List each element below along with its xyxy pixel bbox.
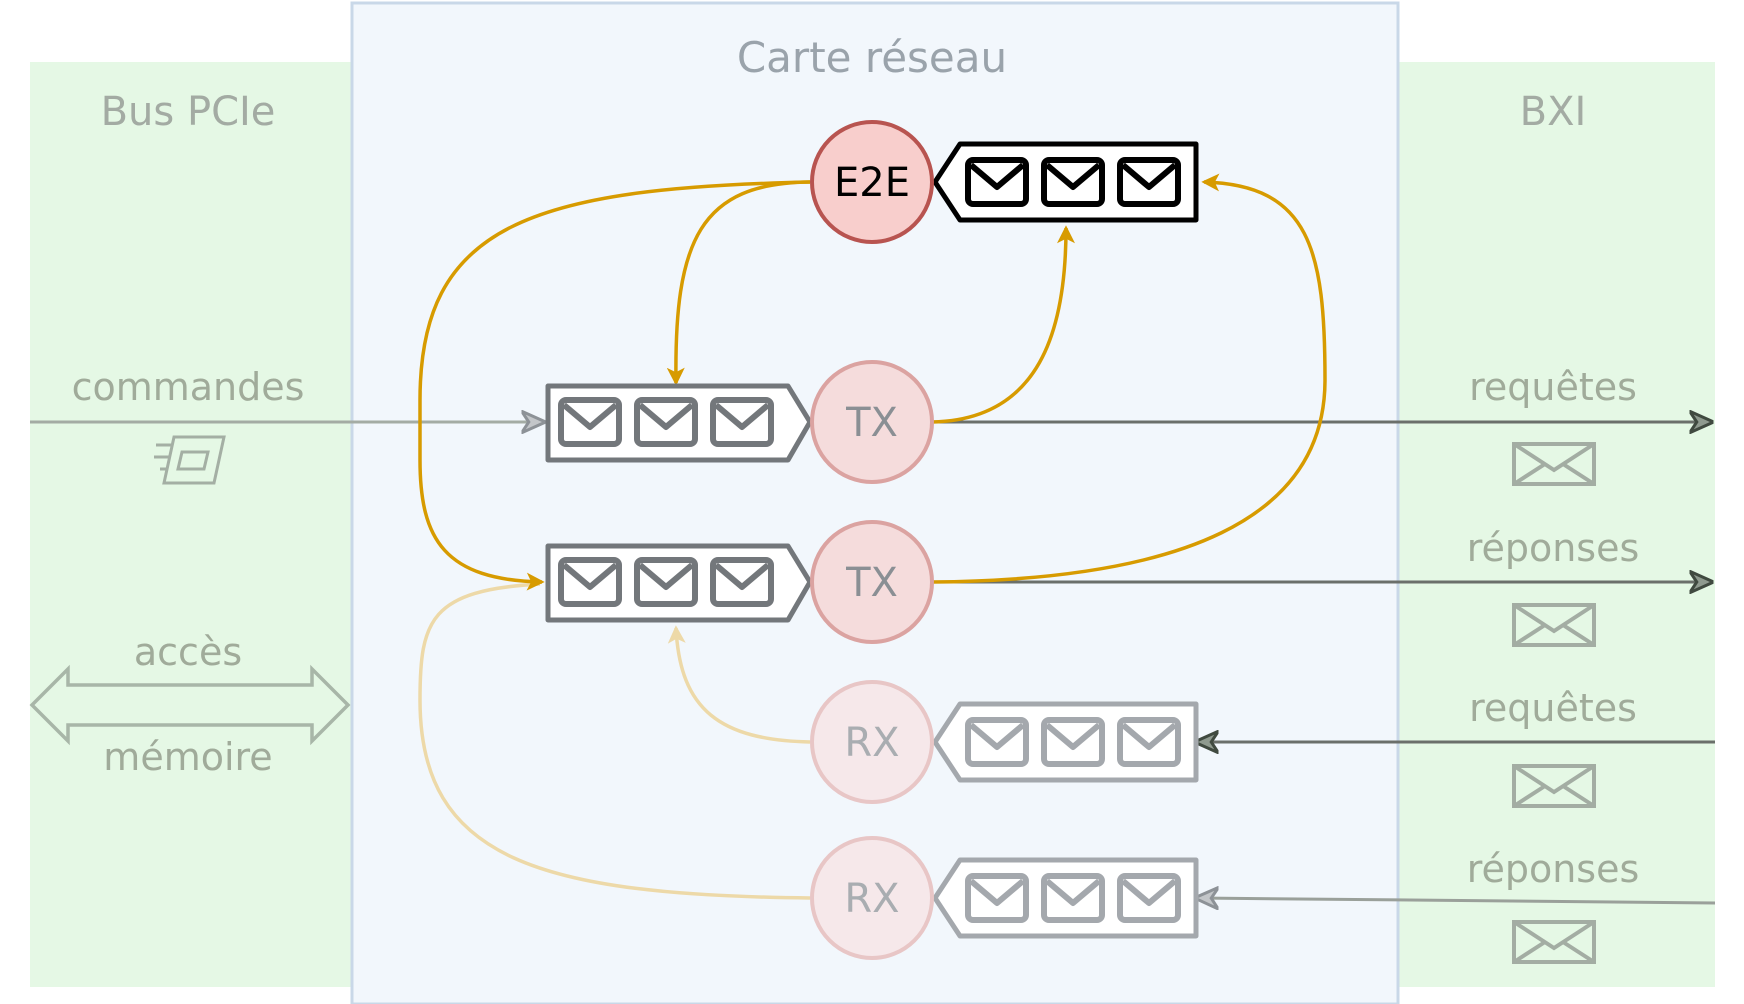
- command-icon: [154, 435, 226, 485]
- bxi-title: BXI: [1520, 89, 1587, 135]
- rx2-node-label: RX: [844, 876, 899, 922]
- pcie-bus-title: Bus PCIe: [101, 89, 276, 135]
- e2e-to-tx2-queue-flow: [418, 180, 811, 591]
- e2e-to-tx1-queue-flow: [666, 180, 811, 386]
- rx1-queue: [932, 701, 1199, 783]
- rx1-node: RX: [810, 680, 934, 804]
- rx1-node-label: RX: [844, 720, 899, 766]
- rx1-to-tx2-queue-flow: [667, 625, 811, 744]
- tx2-node-label: TX: [845, 560, 898, 606]
- tx1-to-e2e-queue-flow: [931, 225, 1075, 424]
- pcie-bus-region: [30, 62, 360, 987]
- memory-access-double-arrow: [29, 664, 351, 746]
- commands-label: commandes: [72, 365, 305, 409]
- network-card-title: Carte réseau: [737, 33, 1007, 82]
- tx1-node: TX: [810, 360, 934, 484]
- tx2-queue: [545, 543, 813, 623]
- out-requests-label: requêtes: [1469, 365, 1637, 409]
- tx2-node: TX: [810, 520, 934, 644]
- in-requests-label: requêtes: [1469, 686, 1637, 730]
- e2e-queue: [932, 141, 1199, 223]
- rx2-queue: [932, 857, 1199, 939]
- memory-access-label-bottom: mémoire: [103, 735, 272, 779]
- e2e-node-label: E2E: [834, 160, 910, 206]
- memory-access-label-top: accès: [134, 630, 242, 674]
- tx2-to-e2e-queue-flow: [931, 173, 1327, 584]
- in-responses-arrow: [1198, 898, 1716, 903]
- in-responses-label: réponses: [1467, 847, 1640, 891]
- tx1-node-label: TX: [845, 400, 898, 446]
- tx1-queue: [545, 383, 813, 463]
- out-responses-label: réponses: [1467, 526, 1640, 570]
- rx2-to-tx2-queue-flow: [418, 582, 811, 900]
- bxi-region: [1385, 62, 1715, 987]
- e2e-node: E2E: [810, 120, 934, 244]
- rx2-node: RX: [810, 836, 934, 960]
